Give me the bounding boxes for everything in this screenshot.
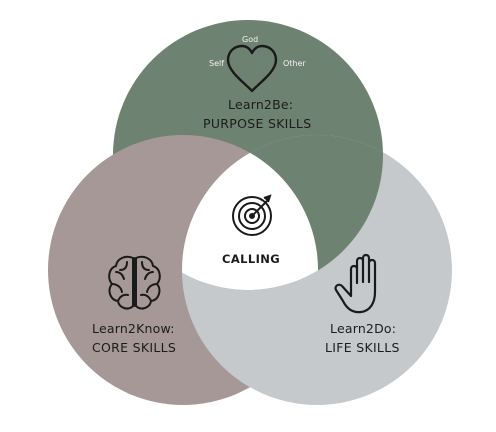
heart-label-god: God bbox=[242, 35, 259, 44]
target-icon bbox=[232, 194, 272, 236]
left-title: Learn2Know: bbox=[92, 321, 175, 336]
heart-icon bbox=[226, 44, 278, 93]
right-title: Learn2Do: bbox=[330, 321, 397, 336]
center-label: CALLING bbox=[222, 252, 281, 266]
heart-label-self: Self bbox=[209, 59, 225, 68]
left-subtitle: CORE SKILLS bbox=[92, 340, 177, 355]
hand-icon bbox=[334, 253, 377, 314]
top-title: Learn2Be: bbox=[228, 97, 294, 112]
brain-icon bbox=[108, 255, 161, 310]
right-subtitle: LIFE SKILLS bbox=[325, 340, 400, 355]
heart-label-other: Other bbox=[283, 59, 306, 68]
top-subtitle: PURPOSE SKILLS bbox=[203, 116, 312, 131]
